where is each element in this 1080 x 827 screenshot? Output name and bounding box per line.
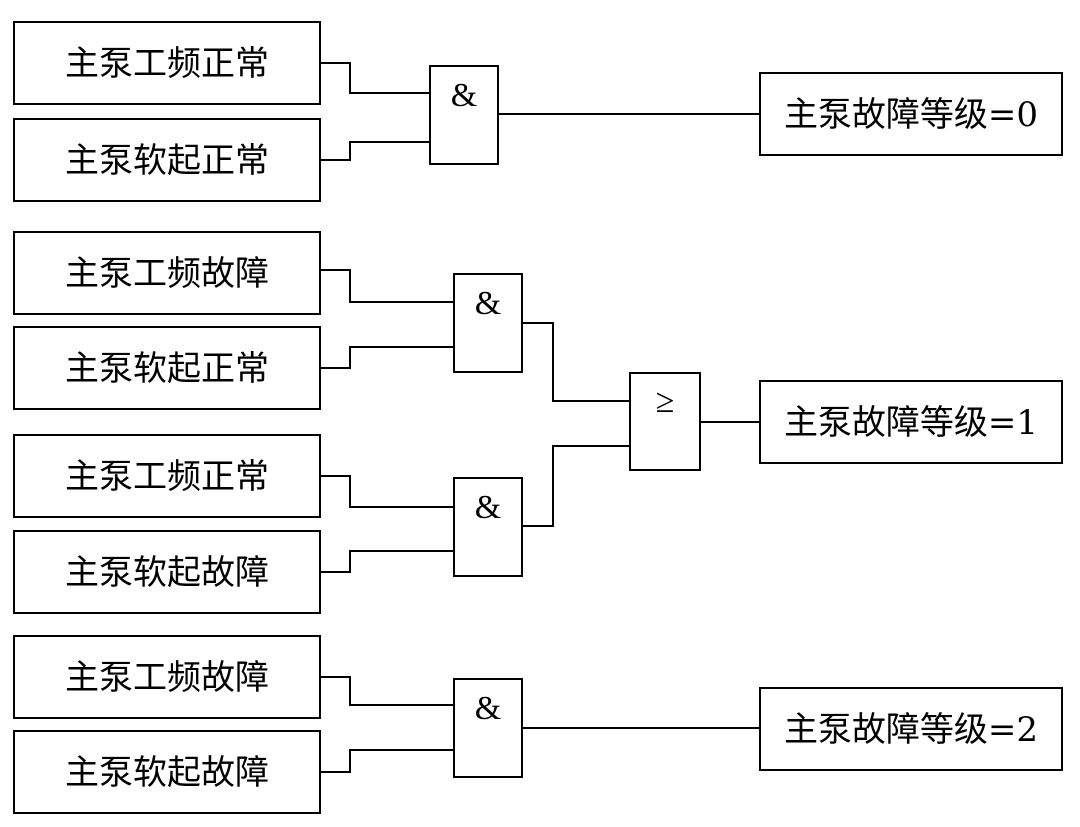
wire-input-7-to-and-gate-4	[320, 676, 454, 706]
and-gate-4: &	[453, 678, 523, 778]
input-label-2: 主泵软起正常	[65, 141, 269, 181]
output-label-2: 主泵故障等级=1	[784, 403, 1038, 443]
wire-and-gate-3-to-or-gate	[522, 445, 630, 527]
output-box-1: 主泵故障等级=0	[759, 72, 1063, 156]
input-box-7: 主泵工频故障	[13, 635, 321, 719]
and-gate-2-symbol: &	[475, 285, 501, 322]
input-label-3: 主泵工频故障	[65, 254, 269, 294]
wire-input-3-to-and-gate-2	[320, 269, 454, 303]
and-gate-1-symbol: &	[451, 77, 477, 114]
input-box-3: 主泵工频故障	[13, 231, 321, 315]
wire-input-2-to-and-gate-1	[320, 141, 430, 161]
output-box-3: 主泵故障等级=2	[759, 687, 1063, 771]
wire-input-6-to-and-gate-3	[320, 550, 454, 573]
and-gate-2: &	[453, 273, 523, 373]
input-label-7: 主泵工频故障	[65, 658, 269, 698]
input-label-4: 主泵软起正常	[65, 349, 269, 389]
wire-input-4-to-and-gate-2	[320, 346, 454, 369]
or-gate: ≥	[629, 372, 701, 471]
and-gate-1: &	[429, 65, 499, 165]
input-box-8: 主泵软起故障	[13, 730, 321, 814]
input-box-4: 主泵软起正常	[13, 326, 321, 410]
input-label-6: 主泵软起故障	[65, 553, 269, 593]
wire-input-1-to-and-gate-1	[320, 62, 430, 94]
and-gate-3: &	[453, 477, 523, 577]
input-box-2: 主泵软起正常	[13, 118, 321, 202]
wire-input-5-to-and-gate-3	[320, 475, 454, 508]
and-gate-4-symbol: &	[475, 690, 501, 727]
or-gate-symbol: ≥	[656, 383, 675, 420]
input-label-1: 主泵工频正常	[65, 44, 269, 84]
output-label-1: 主泵故障等级=0	[784, 95, 1038, 135]
input-label-5: 主泵工频正常	[65, 457, 269, 497]
input-box-6: 主泵软起故障	[13, 530, 321, 614]
output-box-2: 主泵故障等级=1	[759, 380, 1063, 464]
and-gate-3-symbol: &	[475, 489, 501, 526]
input-box-5: 主泵工频正常	[13, 434, 321, 518]
output-label-3: 主泵故障等级=2	[784, 710, 1038, 750]
wire-input-8-to-and-gate-4	[320, 749, 454, 773]
input-label-8: 主泵软起故障	[65, 753, 269, 793]
wire-and-gate-2-to-or-gate	[522, 322, 630, 402]
input-box-1: 主泵工频正常	[13, 21, 321, 105]
